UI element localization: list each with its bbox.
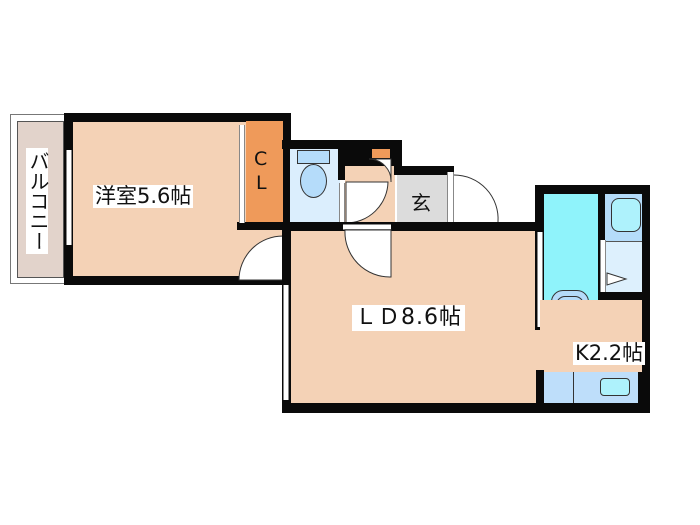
closet-door [239,125,245,223]
wall [282,403,642,413]
washroom-door [537,232,543,327]
balcony-window [66,150,72,245]
kitchen-counter [544,372,574,403]
wall [638,372,650,412]
wall [338,140,347,180]
wall [64,113,290,122]
closet-label-c: C [254,148,268,170]
western-room-label: 洋室5.6帖 [93,184,194,208]
closet-wall [237,222,289,230]
wall [64,276,290,285]
toilet-bowl-icon [300,164,327,198]
ld-window [283,285,289,400]
stove-icon [600,378,630,396]
wall [598,292,650,300]
wall [535,185,650,194]
kitchen-extra [540,330,600,340]
bathroom-door [600,240,606,295]
closet [246,121,283,222]
closet-label-l: L [256,172,267,194]
living-dining-label: ＬＤ8.6帖 [352,305,465,331]
wall [282,222,542,231]
bathtub-inner [611,198,641,232]
kitchen-label: K2.2帖 [573,341,646,365]
wall [394,166,454,175]
shoe-cabinet [372,149,390,158]
wall [282,113,291,228]
entrance-label: 玄 [411,191,431,215]
entrance-door [447,172,454,224]
balcony-label: バルコニー [26,148,50,254]
toilet-door [339,183,345,223]
toilet-tank-icon [297,150,330,164]
entrance [397,175,447,223]
wall [536,370,544,410]
